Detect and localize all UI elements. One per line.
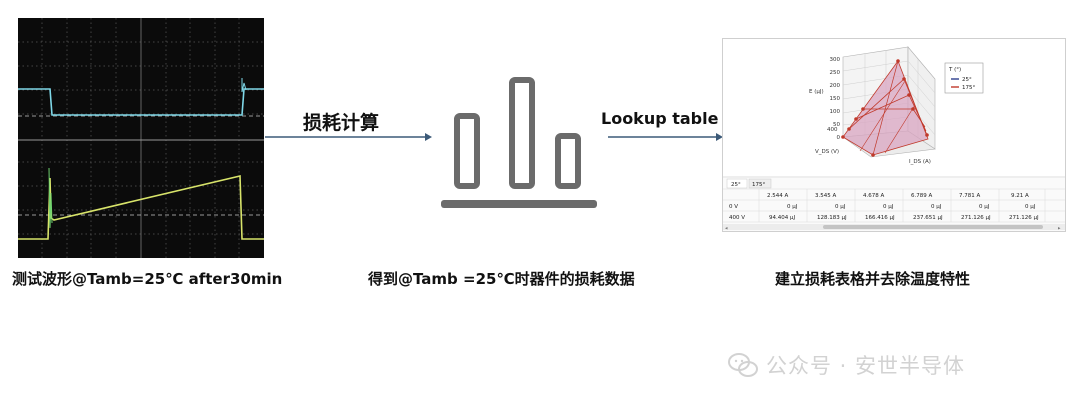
column-header: 6.789 A [911,193,932,199]
z-tick: 250 [830,70,841,76]
y-axis-label: V_DS (V) [815,149,839,155]
scrollbar-thumb[interactable] [823,225,1043,229]
z-tick: 100 [830,109,841,115]
legend-title: T (°) [948,67,961,73]
z-tick: 50 [833,122,840,128]
arrow-label-lookup-table: Lookup table [601,109,719,128]
table-cell: 271.126 μJ [1009,215,1039,221]
column-header: 3.545 A [815,193,836,199]
tab-175[interactable] [748,178,772,189]
bar-chart-icon [441,77,597,208]
table-cell: 237.651 μJ [913,215,943,221]
table-cell: 128.183 μJ [817,215,847,221]
arrow-2 [608,133,723,141]
column-header: 4.678 A [863,193,884,199]
y-axis-tick: 400 [827,127,838,133]
tab-25[interactable] [726,178,748,189]
x-axis-label: I_DS (A) [909,159,931,165]
table-cell: 0 μJ [1025,204,1036,210]
row-label: 400 V [729,215,745,221]
table-cell: 166.416 μJ [865,215,895,221]
z-tick: 150 [830,96,841,102]
table-cell: 0 μJ [931,204,942,210]
watermark-text: 公众号 · 安世半导体 [766,354,966,378]
oscilloscope-waveform [18,18,264,258]
watermark: 公众号 · 安世半导体 [728,350,965,380]
loss-lookup-view: 300 250 200 150 100 50 0 E (μJ) 400 V_DS… [723,46,1065,232]
scope-grid [18,18,264,258]
chart-legend: T (°) 25° 175° [944,62,984,94]
current-trace [18,174,264,240]
table-cell: 0 μJ [787,204,798,210]
z-tick: 0 [837,135,841,141]
legend-item-25: 25° [962,77,972,83]
column-header: 2.544 A [767,193,788,199]
table-cell: 271.126 μJ [961,215,991,221]
table-cell: 0 μJ [835,204,846,210]
scroll-left-icon[interactable]: ◂ [725,226,728,232]
voltage-trace [18,88,264,116]
z-tick: 300 [830,57,841,63]
caption-loss-data: 得到@Tamb =25℃时器件的损耗数据 [368,270,635,288]
loss-3d-chart: 300 250 200 150 100 50 0 E (μJ) 400 V_DS… [809,46,984,165]
column-header: 9.21 A [1011,193,1029,199]
tab-175-label: 175° [752,182,765,188]
table-cell: 94.404 μJ [769,215,795,221]
caption-loss-table: 建立损耗表格并去除温度特性 [775,270,971,288]
loss-table-window: 300 250 200 150 100 50 0 E (μJ) 400 V_DS… [722,38,1066,232]
row-label: 0 V [729,204,738,210]
arrow-label-loss-calc: 损耗计算 [303,112,380,134]
z-tick: 200 [830,83,841,89]
z-axis-label: E (μJ) [809,89,824,95]
table-cell: 0 μJ [979,204,990,210]
column-header: 7.781 A [959,193,980,199]
table-cell: 0 μJ [883,204,894,210]
caption-waveform: 测试波形@Tamb=25℃ after30min [12,270,283,288]
legend-item-175: 175° [962,85,975,91]
arrow-1 [265,133,432,141]
waveform-plot [18,18,264,258]
tab-25-label: 25° [731,182,741,188]
wechat-icon [728,353,758,377]
scroll-right-icon[interactable]: ▸ [1058,226,1061,232]
